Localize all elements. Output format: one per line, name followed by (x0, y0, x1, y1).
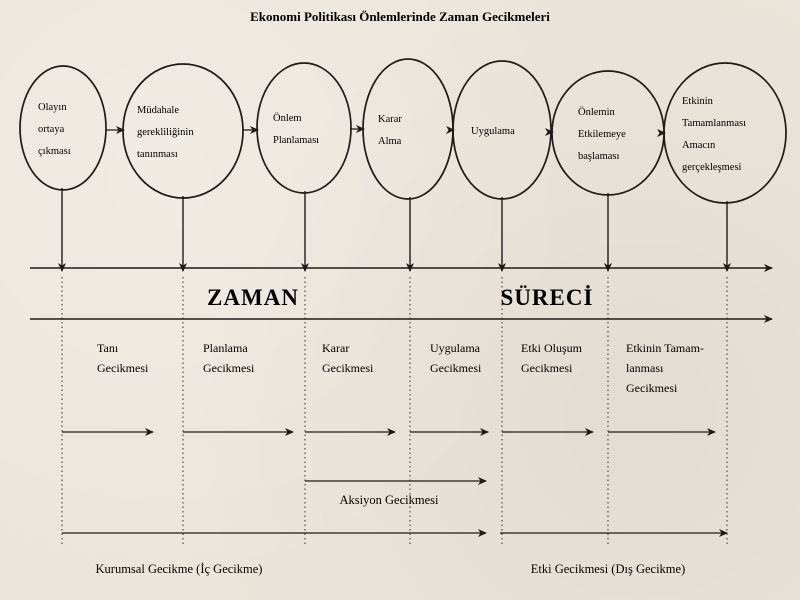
stage-label-line: Önlemin (578, 106, 615, 118)
stage-label-line: Uygulama (471, 126, 515, 137)
stage-label-line: Planlaması (273, 135, 319, 146)
vertical-drop-arrows (58, 188, 731, 272)
timeline-word-right: SÜRECİ (501, 285, 594, 310)
stage-label-line: başlaması (578, 151, 619, 162)
lag-label-line: Gecikmesi (430, 361, 482, 375)
stage-ellipse (362, 58, 454, 200)
stage-ellipse (663, 62, 787, 204)
stage-label-line: Tamamlanması (682, 118, 746, 129)
lag-label-line: Gecikmesi (521, 361, 573, 375)
outside-lag-label: Etki Gecikmesi (Dış Gecikme) (531, 562, 685, 576)
stage-label-line: Etkilemeye (578, 129, 626, 140)
lag-segments: TanıGecikmesiPlanlamaGecikmesiKararGecik… (62, 341, 716, 436)
lag-label-line: Gecikmesi (97, 361, 149, 375)
stage-label-line: tanınması (137, 149, 178, 160)
lag-label-line: Uygulama (430, 341, 481, 355)
lag-label-line: Gecikmesi (626, 381, 678, 395)
lag-label-line: lanması (626, 361, 664, 375)
lag-label-line: Planlama (203, 341, 248, 355)
action-lag-label: Aksiyon Gecikmesi (340, 493, 439, 507)
stage-ellipses: Olayın ortaya çıkması Müdahale gerekliliğini… (19, 58, 787, 204)
stage-ellipse (19, 65, 107, 191)
stage-label-line: çıkması (38, 146, 71, 157)
stage-label-line: ortaya (38, 124, 65, 135)
stage-label-line: Olayın (38, 102, 67, 113)
stage-1: Olayın ortaya çıkması (19, 65, 107, 191)
stage-connectors (105, 125, 666, 137)
lag-label-line: Karar (322, 341, 349, 355)
stage-label-line: gerçekleşmesi (682, 162, 742, 173)
lag-label-line: Gecikmesi (322, 361, 374, 375)
stage-label-line: gerekliliğinin (137, 127, 194, 138)
lag-label-line: Etkinin Tamam- (626, 341, 704, 355)
stage-label-line: Önlem (273, 112, 302, 124)
stage-label-line: Etkinin (682, 96, 714, 107)
lag-label-line: Gecikmesi (203, 361, 255, 375)
lag-label-line: Tanı (97, 341, 119, 355)
stage-ellipse (256, 62, 352, 194)
lag-label-line: Etki Oluşum (521, 341, 583, 355)
diagram-title: Ekonomi Politikası Önlemlerinde Zaman Ge… (250, 9, 550, 24)
stage-5: Uygulama (452, 60, 552, 200)
stage-label-line: Alma (378, 136, 402, 147)
stage-label-line: Amacın (682, 140, 716, 151)
inside-lag-label: Kurumsal Gecikme (İç Gecikme) (96, 562, 263, 576)
stage-2: Müdahale gerekliliğinin tanınması (122, 63, 244, 199)
stage-label-line: Müdahale (137, 105, 179, 116)
timeline-word-left: ZAMAN (207, 285, 299, 310)
stage-label-line: Karar (378, 114, 402, 125)
